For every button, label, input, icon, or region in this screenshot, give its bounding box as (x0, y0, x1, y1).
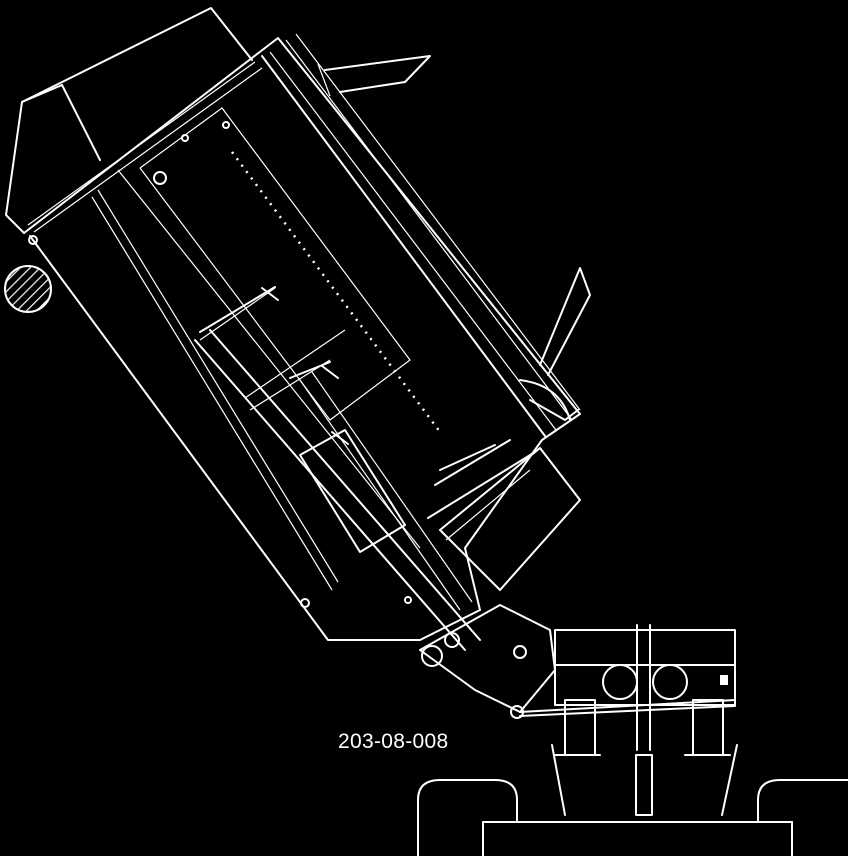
drawing-number-label: 203-08-008 (338, 730, 449, 753)
hydraulic-cylinder (194, 286, 536, 651)
lower-discharge-flap (519, 267, 591, 421)
tractor-tyres (417, 779, 848, 856)
hatched-roller-section (4, 265, 52, 313)
cylinder-housing (439, 447, 581, 591)
gear-housings (602, 664, 688, 700)
upper-discharge-flap (317, 55, 431, 97)
tractor-linkage-frame (519, 624, 738, 816)
hopper-lid (5, 7, 263, 234)
tilted-hopper-body (23, 33, 581, 641)
